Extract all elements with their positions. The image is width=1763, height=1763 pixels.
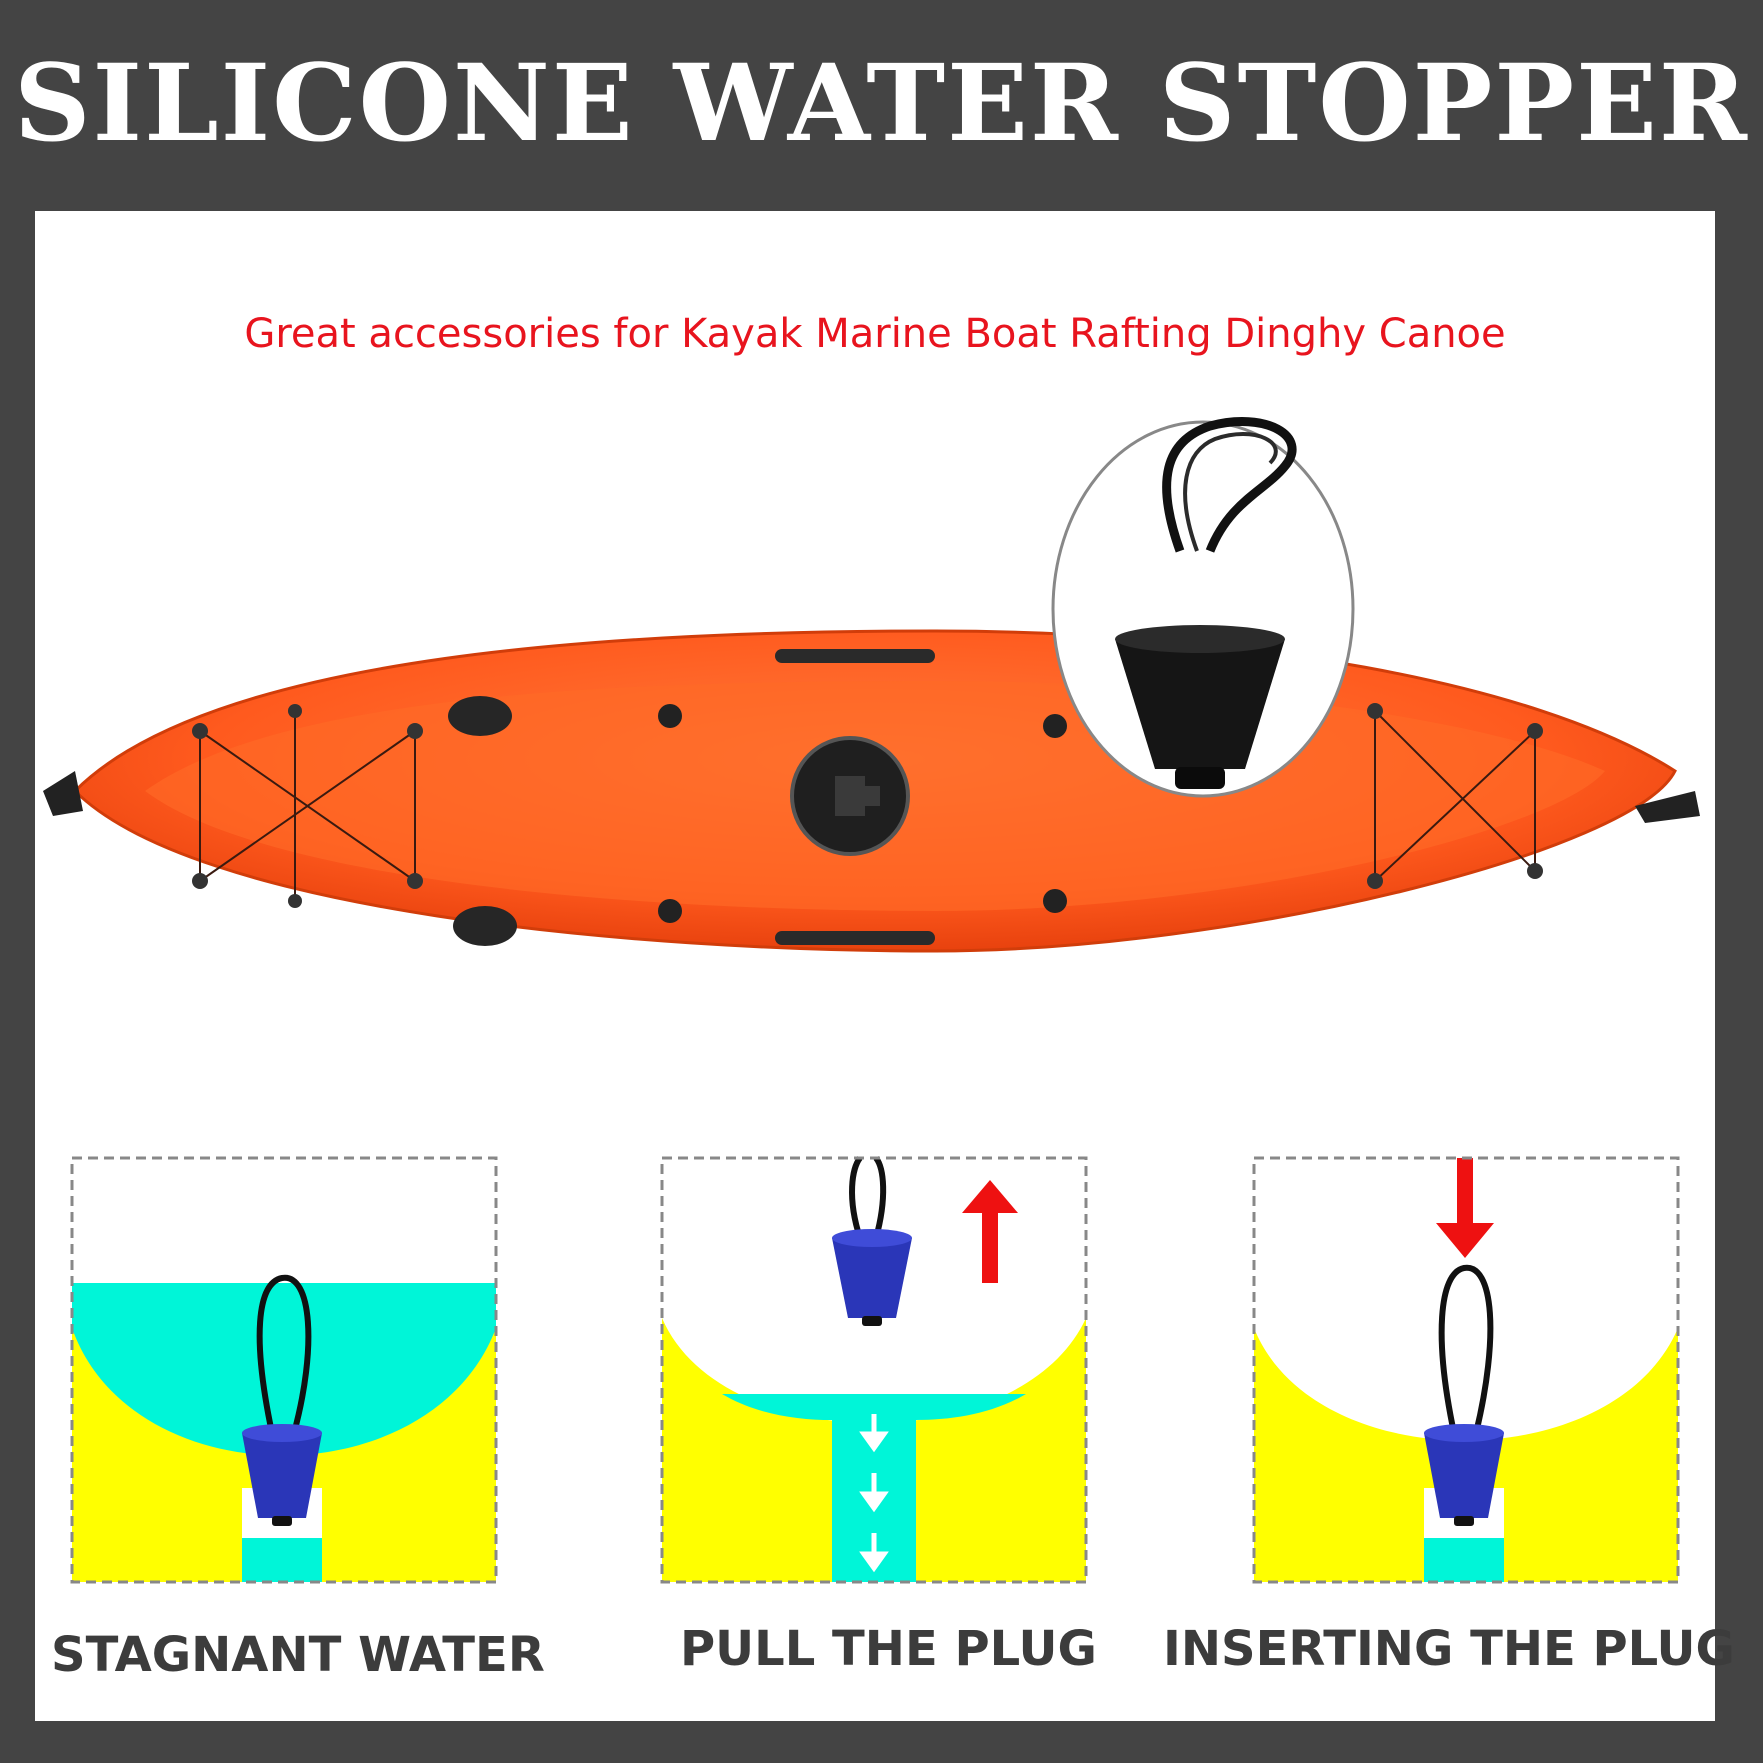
up-arrow-icon <box>962 1180 1018 1283</box>
down-arrows <box>859 1414 889 1573</box>
bungee-cord-right <box>1374 710 1536 882</box>
product-panel: Great accessories for Kayak Marine Boat … <box>35 211 1735 1721</box>
step-label-inserting-the-plug: INSERTING THE PLUG <box>1163 1621 1735 1677</box>
subtitle: Great accessories for Kayak Marine Boat … <box>244 311 1506 357</box>
step-label-pull-the-plug: PULL THE PLUG <box>680 1621 1097 1677</box>
carry-handle-bottom <box>775 931 935 945</box>
step-pull-the-plug-diagram <box>660 1156 1088 1584</box>
step-label-stagnant-water: STAGNANT WATER <box>51 1627 545 1683</box>
page-title: SILICONE WATER STOPPER <box>14 40 1749 165</box>
step-inserting-the-plug-diagram <box>1252 1156 1680 1584</box>
down-arrow-icon <box>1436 1158 1494 1258</box>
carry-handle-top <box>775 649 935 663</box>
illustration <box>43 417 1700 1584</box>
bungee-cord-left <box>199 711 416 901</box>
step-stagnant-water-diagram <box>70 1156 498 1584</box>
plug-closeup <box>1051 417 1355 798</box>
kayak <box>43 629 1700 953</box>
